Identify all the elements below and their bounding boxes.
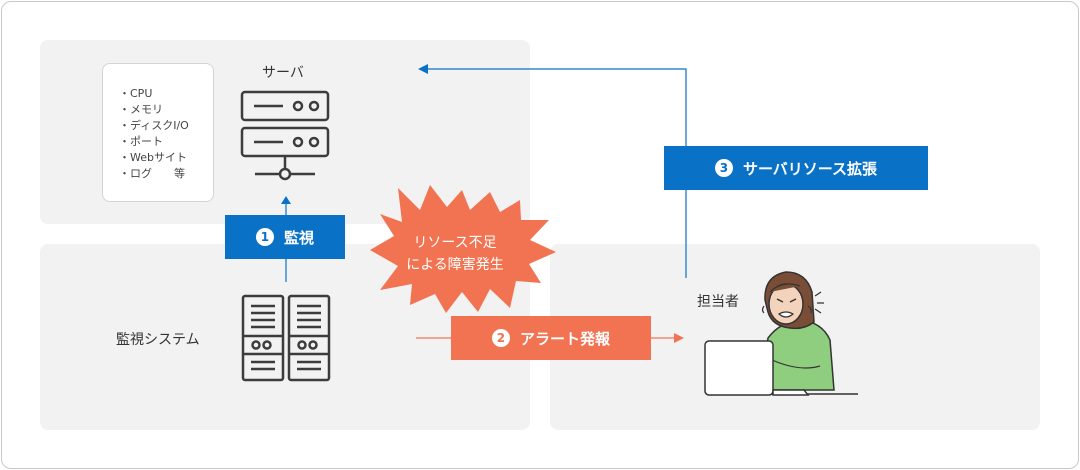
server-spec-box: CPU メモリ ディスクI/O ポート Webサイト ログ 等 [102, 63, 214, 202]
spec-item: Webサイト [119, 150, 213, 166]
spec-item: CPU [119, 86, 213, 102]
monitoring-system-icon [241, 294, 331, 382]
spec-item: ポート [119, 134, 213, 150]
incident-burst-shape [370, 185, 556, 313]
step-number-1: 1 [255, 228, 274, 246]
step-number-2: 2 [491, 329, 510, 347]
incident-label: リソース不足 による障害発生 [380, 232, 530, 276]
step-number-3: 3 [714, 159, 733, 177]
step-label-3: サーバリソース拡張 [742, 159, 878, 178]
step-alert-badge: 2 アラート発報 [451, 316, 651, 360]
monitoring-system-title: 監視システム [116, 332, 200, 348]
person-icon [759, 271, 858, 395]
spec-item: ログ 等 [119, 166, 213, 182]
server-spec-list: CPU メモリ ディスクI/O ポート Webサイト ログ 等 [103, 64, 213, 182]
server-title: サーバ [262, 65, 304, 81]
incident-line-1: リソース不足 [413, 235, 497, 251]
laptop-icon [704, 340, 810, 396]
spec-item: ディスクI/O [119, 118, 213, 134]
step-monitoring-badge: 1 監視 [225, 215, 345, 259]
step-label-2: アラート発報 [519, 329, 610, 348]
incident-line-2: による障害発生 [406, 257, 504, 273]
spec-item: メモリ [119, 102, 213, 118]
server-icon [240, 90, 330, 181]
step-label-1: 監視 [283, 228, 314, 247]
person-title: 担当者 [697, 294, 739, 310]
step-expansion-badge: 3 サーバリソース拡張 [664, 146, 928, 190]
arrow-server-expansion [418, 64, 687, 278]
